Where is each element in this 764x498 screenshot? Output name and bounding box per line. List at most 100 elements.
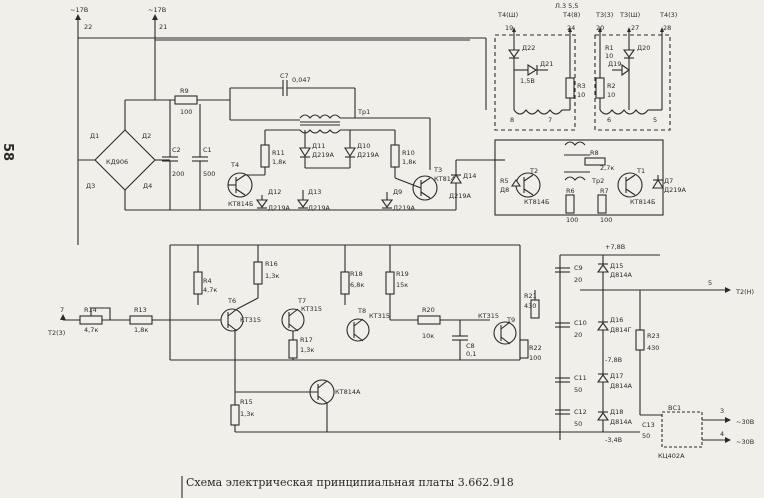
svg-text:Д10: Д10 [357,142,370,150]
svg-text:1,8к: 1,8к [134,326,148,334]
terminal-4: 4 ~30В [720,430,754,446]
svg-text:10: 10 [607,91,615,99]
svg-text:5: 5 [708,279,712,287]
svg-text:Д20: Д20 [637,44,650,52]
svg-text:R19: R19 [396,270,409,278]
svg-text:Д14: Д14 [463,172,476,180]
resistor-r3: R3 10 [565,32,586,110]
resistor-r21: R21 430 [524,290,540,319]
svg-text:R2: R2 [607,82,616,90]
diode-d10: Д10 Д219А [305,130,379,169]
output-terminals-top: Т4(Ш) 19 Т4(8) 24 Л.3 5,5 Т3(3) 20 Т3(Ш)… [497,2,677,32]
svg-text:R10: R10 [402,149,415,157]
diode-d13: Д13 Д219А [296,188,330,212]
diode-d9: Д9 Д219А [380,188,415,212]
svg-text:C10: C10 [574,319,587,327]
svg-text:Д12: Д12 [268,188,281,196]
svg-text:R15: R15 [240,398,253,406]
svg-text:C8: C8 [466,342,475,350]
svg-text:Т3(Ш): Т3(Ш) [619,11,640,19]
transformer-tr2: Тр2 [564,141,604,185]
resistor-r14: R14 4,7к [79,306,130,334]
svg-text:Д4: Д4 [143,182,152,190]
svg-text:КТ814Б: КТ814Б [228,200,253,208]
svg-text:Схема электрическая принципиал: Схема электрическая принципиальная платы… [186,476,514,489]
svg-text:~30В: ~30В [736,438,754,446]
svg-text:Д18: Д18 [610,408,623,416]
resistor-r16: R16 1,3к [253,245,279,298]
svg-text:КТ814Б: КТ814Б [434,175,459,183]
svg-text:4: 4 [720,430,724,438]
svg-text:1,3к: 1,3к [265,272,279,280]
svg-text:Тр1: Тр1 [357,108,370,116]
svg-text:Д219А: Д219А [664,186,686,194]
diode-d22: Д22 [507,32,535,110]
transistor-t1: Т1 КТ814Б [617,167,655,206]
svg-text:Д219А: Д219А [312,151,334,159]
svg-text:1,8к: 1,8к [272,158,286,166]
transistor-t2: Т2 КТ814Б [515,167,549,206]
diode-d11: Д11 Д219А [299,130,334,168]
resistor-r18: R18 6,8к [340,245,364,305]
svg-text:КТ315: КТ315 [301,305,322,313]
svg-text:Д814А: Д814А [610,418,632,426]
diode-bridge: Д1 Д2 Д3 Д4 КД906 [78,99,170,210]
svg-text:3: 3 [720,407,724,415]
svg-text:R20: R20 [422,306,435,314]
svg-text:R7: R7 [600,187,609,195]
terminal-22: ~17В 22 [70,6,92,31]
svg-text:Д8: Д8 [500,186,509,194]
svg-text:Д219А: Д219А [393,204,415,212]
svg-text:0,047: 0,047 [292,76,311,84]
terminal-3: 3 ~30В [720,407,754,426]
svg-text:Д13: Д13 [308,188,321,196]
svg-text:21: 21 [159,23,167,31]
svg-text:КЦ402А: КЦ402А [658,452,685,460]
svg-text:-7,8В: -7,8В [605,356,622,364]
terminal-21: ~17В 21 [148,6,167,31]
capacitor-c2: C2 200 [162,100,184,210]
svg-text:Д17: Д17 [610,372,623,380]
svg-text:Т2(3): Т2(3) [47,329,65,337]
svg-text:C9: C9 [574,264,583,272]
svg-text:1,3к: 1,3к [300,346,314,354]
svg-text:28: 28 [663,24,671,32]
svg-text:R16: R16 [265,260,278,268]
svg-text:Д7: Д7 [664,177,673,185]
resistor-r5: R5 [495,159,509,185]
svg-text:Д11: Д11 [312,142,325,150]
zener-d16: Д16 Д814Г [596,316,631,334]
svg-text:КТ315: КТ315 [478,312,499,320]
diode-d7: Д7 Д219А [652,175,686,194]
svg-text:Т7: Т7 [297,297,306,305]
svg-text:Д814А: Д814А [610,271,632,279]
svg-text:Д814Г: Д814Г [610,326,631,334]
capacitor-c8: C8 0,1 [452,320,476,360]
svg-text:R5: R5 [500,177,509,185]
svg-text:200: 200 [172,170,184,178]
svg-text:КД906: КД906 [106,158,128,166]
svg-text:7: 7 [60,306,64,314]
svg-text:0,1: 0,1 [466,350,476,358]
svg-text:2,7к: 2,7к [600,164,614,172]
svg-text:Д21: Д21 [540,60,553,68]
svg-text:7: 7 [548,116,552,124]
svg-text:Т2: Т2 [529,167,538,175]
svg-text:Т4: Т4 [230,161,239,169]
svg-text:10: 10 [605,52,613,60]
svg-text:Д16: Д16 [610,316,623,324]
svg-text:6,8к: 6,8к [350,281,364,289]
zener-d15: Д15 Д814А [596,262,632,279]
svg-text:10к: 10к [422,332,434,340]
svg-text:КТ315: КТ315 [369,312,390,320]
page-number: 58 [0,143,15,161]
transistor-t3: Т3 КТ814Б [394,166,459,201]
svg-text:+7,8В: +7,8В [605,243,625,251]
svg-text:4,7к: 4,7к [203,286,217,294]
svg-text:100: 100 [600,216,612,224]
transformer-tr1: Тр1 [230,108,431,170]
svg-text:Д9: Д9 [393,188,402,196]
svg-text:R8: R8 [590,149,599,157]
svg-text:Д19: Д19 [608,60,621,68]
